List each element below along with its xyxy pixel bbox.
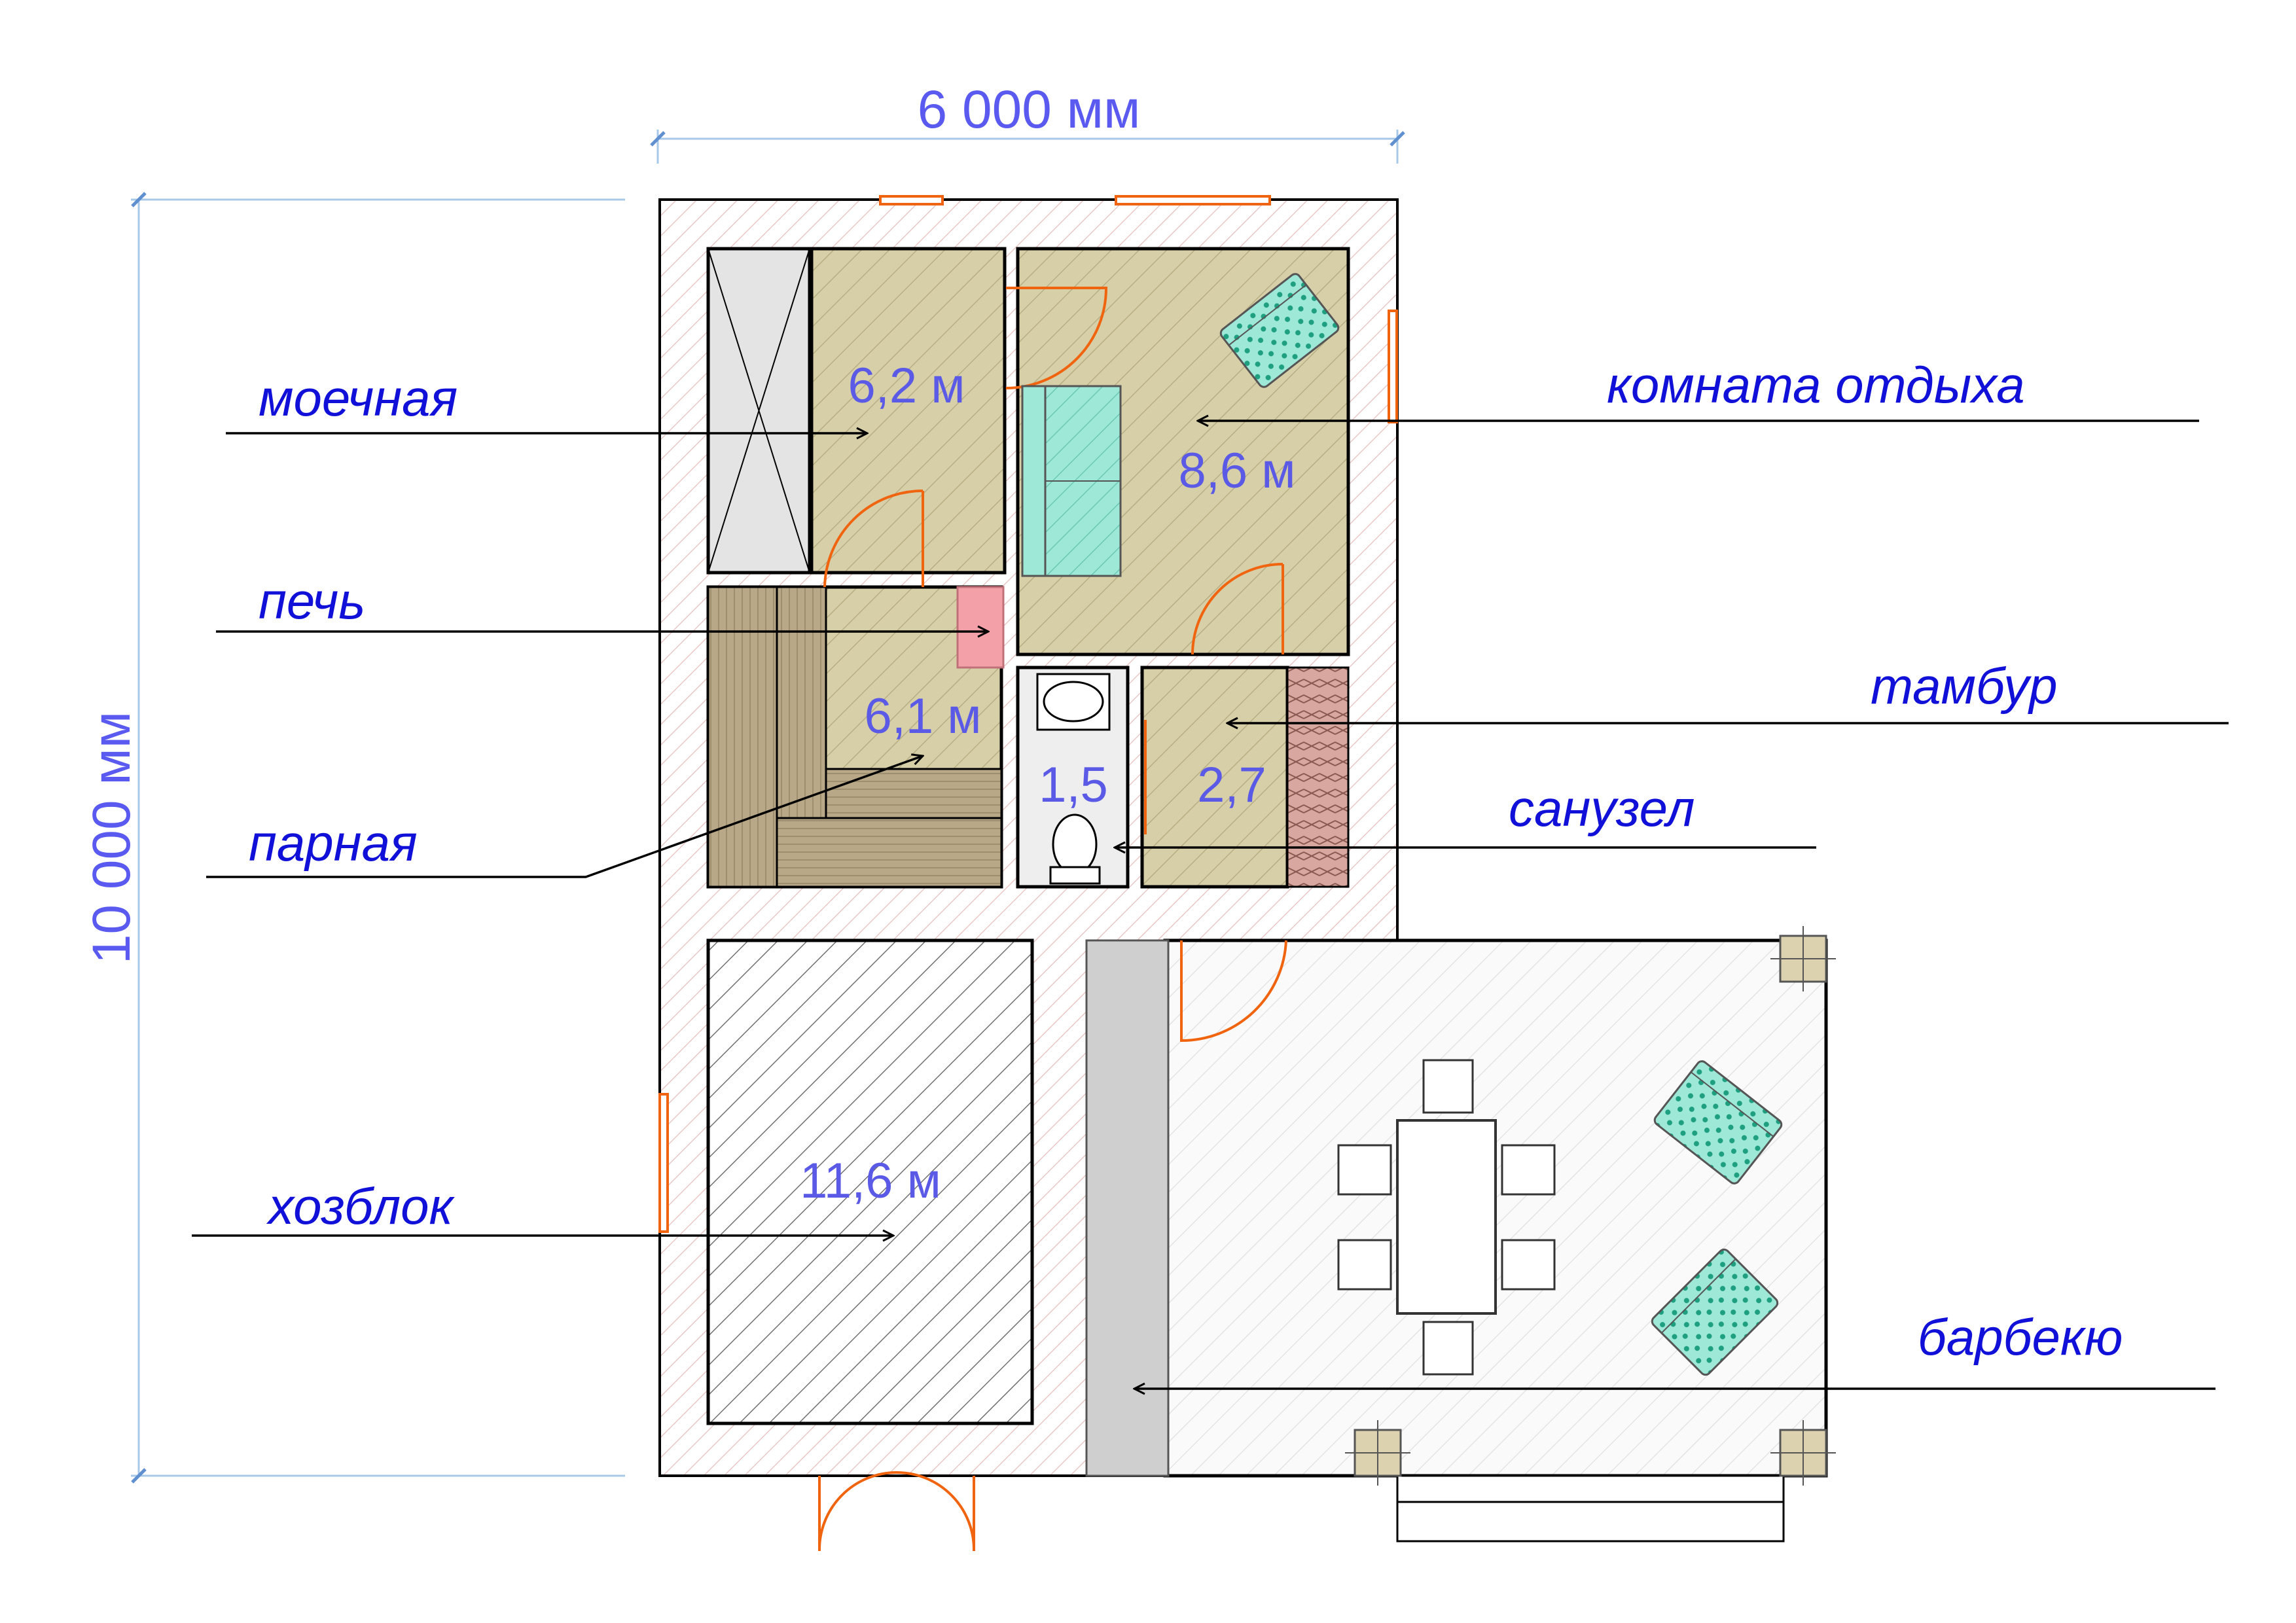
terrace-posts [1345,926,1836,1486]
label-tambur: тамбур [1871,657,2058,715]
leader-lines [192,421,2229,1389]
label-komnata-otdyha: комната отдыха [1607,356,2025,414]
area-hozblok: 11,6 м [800,1153,941,1209]
label-hozblok: хозблок [266,1177,456,1235]
label-moechnaya: моечная [259,369,457,427]
armchair-icon [1653,1060,1783,1185]
toilet-icon [1049,813,1101,885]
width-dimension: 6 000 мм [650,80,1405,164]
area-tambur: 2,7 [1197,757,1266,813]
area-sanuzel: 1,5 [1039,757,1108,813]
area-komnata-otdyha: 8,6 м [1178,443,1295,499]
wood-wall [1286,666,1350,888]
width-dimension-text: 6 000 мм [918,80,1141,139]
bbq-counter [1085,939,1170,1477]
label-pech: печь [259,572,365,630]
armchair-icon [1651,1248,1779,1376]
height-dimension: 10 000 мм [82,192,625,1484]
room-tambur [1140,666,1289,889]
post [1770,926,1836,991]
label-barbecue: барбекю [1918,1308,2123,1366]
label-parnaya: парная [249,814,418,872]
area-parnaya: 6,1 м [864,688,981,744]
stove [956,586,1005,669]
room-moechnaya [810,247,1007,575]
sofa-icon [1021,385,1122,577]
room-hozblok [706,938,1034,1425]
post [1770,1420,1836,1486]
dining-table-icon [1337,1059,1556,1376]
post [1345,1420,1410,1486]
armchair-icon [1219,273,1340,388]
windows [658,195,1398,1233]
doors [817,287,1287,1552]
steam-bench [707,586,1003,888]
shower [706,247,812,575]
label-sanuzel: санузел [1509,779,1695,837]
terrace-steps [1396,1474,1785,1543]
height-dimension-text: 10 000 мм [82,711,141,964]
sink-icon [1036,673,1111,731]
area-moechnaya: 6,2 м [848,358,965,414]
